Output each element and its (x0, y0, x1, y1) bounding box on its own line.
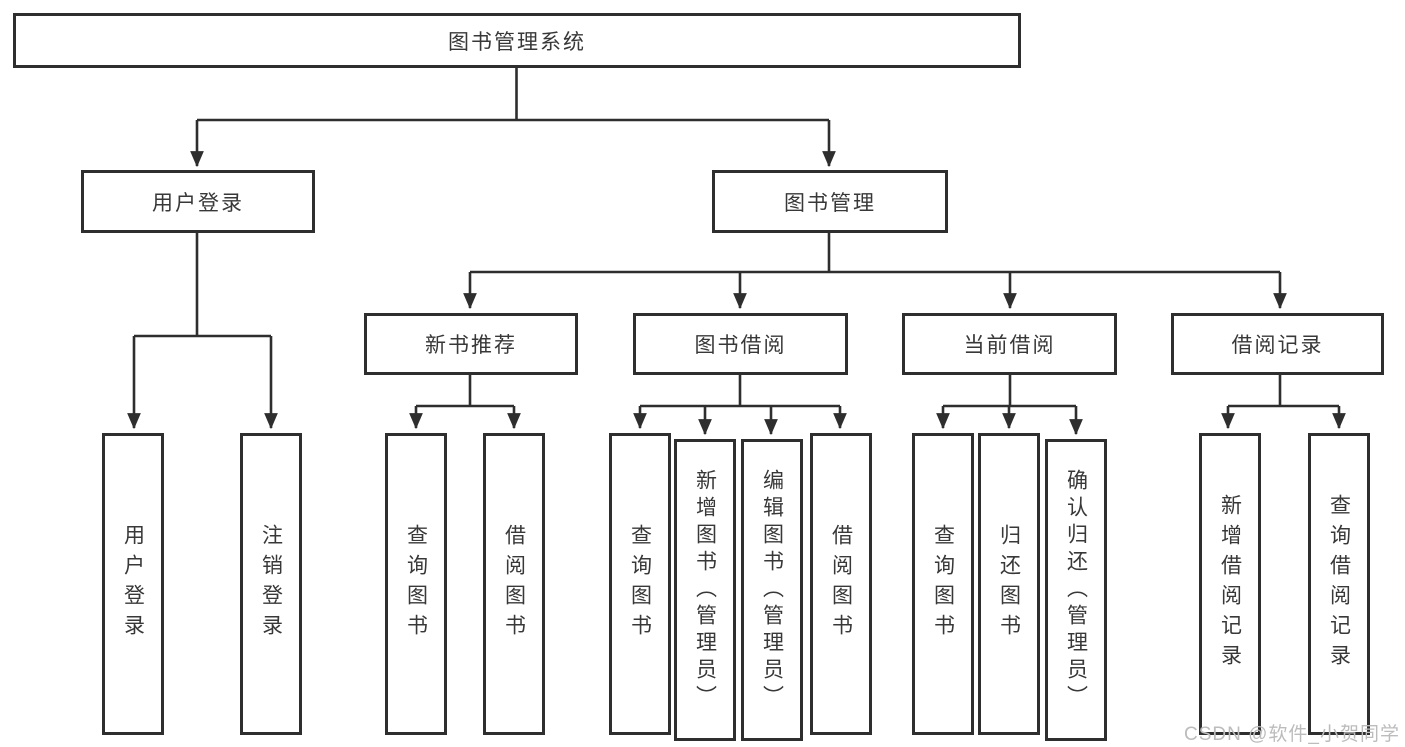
node-book-management: 图书管理 (712, 170, 948, 233)
csdn-watermark: CSDN @软件_小贺同学 (1184, 724, 1400, 745)
leaf-add-books-admin: 新增图书（管理员） (674, 439, 736, 741)
node-book-borrow-label: 图书借阅 (694, 334, 787, 357)
node-user-login: 用户登录 (81, 170, 315, 233)
node-user-login-label: 用户登录 (152, 191, 244, 215)
node-book-management-label: 图书管理 (784, 191, 876, 215)
leaf-query-books-current: 查询图书 (912, 433, 974, 735)
leaf-borrow-books-recommend: 借阅图书 (483, 433, 545, 735)
leaf-confirm-return-admin: 确认归还（管理员） (1045, 439, 1107, 741)
leaf-query-books-recommend: 查询图书 (385, 433, 447, 735)
node-root-label: 图书管理系统 (448, 30, 586, 54)
leaf-query-books-borrow: 查询图书 (609, 433, 671, 735)
leaf-return-books: 归还图书 (978, 433, 1040, 735)
node-new-book-recommend-label: 新书推荐 (425, 334, 517, 357)
node-book-borrow: 图书借阅 (633, 313, 848, 375)
leaf-borrow-books: 借阅图书 (810, 433, 872, 735)
node-new-book-recommend: 新书推荐 (364, 313, 578, 375)
node-current-borrow-label: 当前借阅 (963, 334, 1056, 357)
leaf-edit-books-admin: 编辑图书（管理员） (741, 439, 803, 741)
node-borrow-records-label: 借阅记录 (1231, 334, 1324, 357)
node-current-borrow: 当前借阅 (902, 313, 1117, 375)
node-root: 图书管理系统 (13, 13, 1021, 68)
node-borrow-records: 借阅记录 (1171, 313, 1384, 375)
leaf-query-borrow-record: 查询借阅记录 (1308, 433, 1370, 735)
leaf-add-borrow-record: 新增借阅记录 (1199, 433, 1261, 735)
leaf-user-login: 用户登录 (102, 433, 164, 735)
leaf-logout: 注销登录 (240, 433, 302, 735)
